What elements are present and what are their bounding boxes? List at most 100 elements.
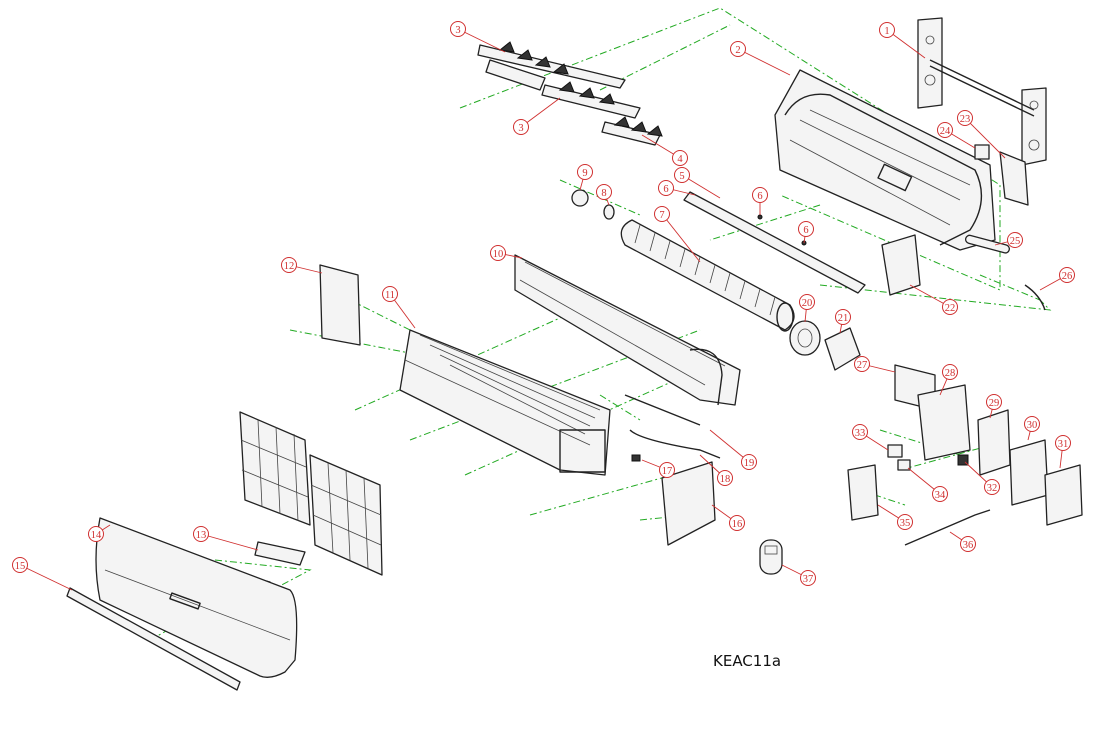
callout-leader-line: [19, 564, 73, 591]
pipe: [964, 234, 1011, 254]
decorative-strip: [66, 587, 241, 691]
callout-31: 31: [1055, 435, 1071, 469]
callout-circle: [852, 424, 868, 440]
side-cover-right: [661, 461, 716, 546]
callout-number: 8: [601, 188, 606, 199]
callout-4: 4: [641, 134, 688, 166]
callout-number: 31: [1058, 439, 1069, 450]
callout-circle: [835, 309, 851, 325]
wire: [1024, 284, 1046, 311]
louver-set-upper: [477, 41, 641, 119]
sensor-cable: [629, 429, 721, 459]
callout-22: 22: [909, 284, 958, 315]
air-filter-right: [309, 454, 383, 576]
callout-circle: [957, 110, 973, 126]
callout-circle: [932, 486, 948, 502]
callout-number: 22: [945, 303, 956, 314]
temperature-sensor: [624, 394, 701, 426]
electric-box: [917, 384, 971, 461]
callout-circle: [800, 570, 816, 586]
control-board: [847, 464, 879, 521]
callouts: 1233456667891011121314151617181920212223…: [12, 21, 1075, 591]
callout-19: 19: [709, 429, 757, 470]
callout-17: 17: [641, 459, 675, 478]
callout-number: 20: [802, 298, 813, 309]
clip: [631, 454, 641, 462]
callout-29: 29: [986, 394, 1002, 419]
callout-circle: [193, 526, 209, 542]
motor-bracket: [824, 327, 861, 371]
callout-13: 13: [193, 526, 259, 551]
callout-5: 5: [674, 167, 721, 199]
callout-number: 23: [960, 114, 971, 125]
terminal-block: [887, 444, 903, 458]
callout-circle: [897, 514, 913, 530]
callout-6: 6: [752, 187, 768, 215]
callout-16: 16: [711, 504, 745, 531]
callout-leader-line: [200, 533, 259, 551]
callout-number: 3: [518, 123, 523, 134]
fan-motor: [789, 320, 821, 356]
callout-8: 8: [596, 184, 612, 206]
callout-leader-line: [661, 213, 701, 263]
callout-circle: [596, 184, 612, 200]
callout-number: 21: [838, 313, 849, 324]
callout-number: 26: [1062, 271, 1073, 282]
relay: [897, 459, 911, 471]
callout-number: 1: [884, 26, 889, 37]
callout-circle: [986, 394, 1002, 410]
callout-circle: [450, 21, 466, 37]
callout-circle: [984, 479, 1000, 495]
callout-leader-line: [520, 97, 561, 128]
callout-circle: [942, 299, 958, 315]
callout-number: 9: [582, 168, 587, 179]
callout-25: 25: [994, 232, 1023, 248]
callout-circle: [1024, 416, 1040, 432]
callout-24: 24: [937, 122, 976, 149]
callout-3: 3: [513, 97, 561, 135]
callout-circle: [672, 150, 688, 166]
callout-circle: [960, 536, 976, 552]
callout-leader-line: [457, 28, 506, 53]
callout-circle: [12, 557, 28, 573]
callout-number: 27: [857, 360, 868, 371]
callout-leader-line: [964, 117, 1006, 159]
callout-36: 36: [949, 531, 976, 552]
callout-32: 32: [964, 461, 1000, 495]
callout-circle: [798, 221, 814, 237]
front-panel: [95, 517, 298, 678]
cross-flow-fan: [620, 219, 795, 332]
chassis-base-frame: [774, 69, 996, 251]
callout-6: 6: [658, 180, 696, 196]
callout-circle: [654, 206, 670, 222]
pipe-holder: [999, 151, 1029, 206]
callout-12: 12: [281, 257, 323, 274]
callout-3: 3: [450, 21, 506, 53]
callout-circle: [513, 119, 529, 135]
callout-circle: [1055, 435, 1071, 451]
callout-18: 18: [699, 454, 733, 486]
callout-number: 2: [735, 45, 740, 56]
bearing: [571, 189, 589, 207]
bearing-holder: [603, 204, 615, 220]
callout-circle: [854, 356, 870, 372]
callout-34: 34: [907, 467, 948, 502]
callout-number: 32: [987, 483, 998, 494]
evaporator: [514, 254, 741, 406]
callout-number: 28: [945, 368, 956, 379]
callout-circle: [1059, 267, 1075, 283]
callout-circle: [752, 187, 768, 203]
callout-20: 20: [799, 294, 815, 323]
model-code: KEAC11a: [713, 652, 782, 670]
side-cover-left: [319, 264, 361, 346]
callout-number: 16: [732, 519, 743, 530]
callout-number: 10: [493, 249, 504, 260]
callout-circle: [799, 294, 815, 310]
callout-circle: [88, 526, 104, 542]
callout-number: 6: [803, 225, 808, 236]
callout-circle: [730, 41, 746, 57]
mounting-plate: [917, 17, 1047, 166]
callout-number: 33: [855, 428, 866, 439]
callout-circle: [879, 22, 895, 38]
callout-circle: [1007, 232, 1023, 248]
